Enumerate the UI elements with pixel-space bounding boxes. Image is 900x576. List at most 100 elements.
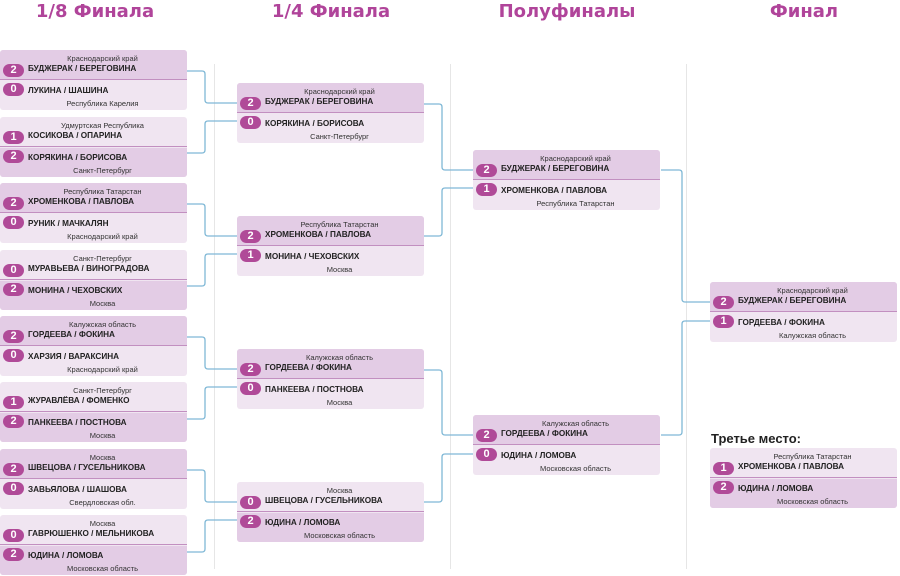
match-divider bbox=[0, 411, 187, 412]
score-badge: 2 bbox=[713, 481, 734, 494]
team-region: Москва bbox=[89, 453, 116, 462]
score-badge: 1 bbox=[3, 131, 24, 144]
team-region: Республика Татарстан bbox=[536, 199, 615, 208]
winner-highlight bbox=[710, 479, 897, 508]
team-region: Свердловская обл. bbox=[69, 498, 136, 507]
team-names: ШВЕЦОВА / ГУСЕЛЬНИКОВА bbox=[265, 496, 383, 505]
connector bbox=[661, 320, 710, 436]
connector bbox=[187, 120, 237, 154]
team-region: Москва bbox=[326, 486, 353, 495]
winner-highlight bbox=[237, 216, 424, 245]
team-names: ХРОМЕНКОВА / ПАВЛОВА bbox=[265, 230, 372, 239]
connector bbox=[187, 336, 237, 370]
team-region: Республика Татарстан bbox=[300, 220, 379, 229]
score-badge: 0 bbox=[3, 216, 24, 229]
score-badge: 2 bbox=[476, 164, 497, 177]
score-badge: 2 bbox=[3, 415, 24, 428]
team-region: Краснодарский край bbox=[67, 54, 138, 63]
score-badge: 1 bbox=[240, 249, 261, 262]
round-title-final: Финал bbox=[769, 1, 839, 22]
score-badge: 2 bbox=[3, 64, 24, 77]
connector bbox=[187, 469, 237, 503]
team-region: Калужская область bbox=[68, 320, 137, 329]
score-badge: 1 bbox=[713, 315, 734, 328]
team-region: Московская область bbox=[777, 497, 848, 506]
connector bbox=[187, 203, 237, 237]
team-region: Москва bbox=[89, 299, 116, 308]
team-names: КОСИКОВА / ОПАРИНА bbox=[28, 131, 123, 140]
score-badge: 2 bbox=[3, 330, 24, 343]
team-names: ГОРДЕЕВА / ФОКИНА bbox=[738, 318, 825, 327]
winner-highlight bbox=[237, 513, 424, 542]
winner-highlight bbox=[0, 546, 187, 575]
team-region: Калужская область bbox=[305, 353, 374, 362]
team-region: Москва bbox=[89, 431, 116, 440]
winner-highlight bbox=[0, 449, 187, 478]
round-title-r16: 1/8 Финала bbox=[35, 1, 155, 22]
team-names: ГОРДЕЕВА / ФОКИНА bbox=[265, 363, 352, 372]
winner-highlight bbox=[0, 148, 187, 177]
column-divider bbox=[450, 64, 451, 569]
score-badge: 2 bbox=[476, 429, 497, 442]
team-names: ХАРЗИЯ / ВАРАКСИНА bbox=[28, 352, 120, 361]
team-names: БУДЖЕРАК / БЕРЕГОВИНА bbox=[738, 296, 847, 305]
match-divider bbox=[237, 112, 424, 113]
score-badge: 0 bbox=[3, 264, 24, 277]
team-names: ГАВРЮШЕНКО / МЕЛЬНИКОВА bbox=[28, 529, 155, 538]
team-region: Краснодарский край bbox=[304, 87, 375, 96]
column-divider bbox=[214, 64, 215, 569]
team-names: ПАНКЕЕВА / ПОСТНОВА bbox=[28, 418, 127, 427]
team-region: Краснодарский край bbox=[67, 365, 138, 374]
winner-highlight bbox=[473, 150, 660, 179]
team-region: Краснодарский край bbox=[67, 232, 138, 241]
team-bottom: 2 ПАНКЕЕВА / ПОСТНОВА Москва bbox=[0, 412, 187, 442]
score-badge: 1 bbox=[3, 396, 24, 409]
connector bbox=[424, 187, 473, 237]
match-divider bbox=[710, 311, 897, 312]
round-title-sf: Полуфиналы bbox=[498, 1, 636, 22]
winner-highlight bbox=[237, 83, 424, 112]
team-region: Московская область bbox=[304, 531, 375, 540]
team-region: Республика Татарстан bbox=[63, 187, 142, 196]
team-region: Московская область bbox=[540, 464, 611, 473]
match-divider bbox=[0, 478, 187, 479]
score-badge: 2 bbox=[3, 283, 24, 296]
winner-highlight bbox=[237, 349, 424, 378]
score-badge: 0 bbox=[240, 116, 261, 129]
winner-highlight bbox=[0, 281, 187, 310]
score-badge: 2 bbox=[713, 296, 734, 309]
match-divider bbox=[473, 179, 660, 180]
winner-highlight bbox=[0, 50, 187, 79]
match-divider bbox=[710, 477, 897, 478]
match-divider bbox=[0, 212, 187, 213]
connector bbox=[187, 386, 237, 420]
connector bbox=[424, 453, 473, 503]
score-badge: 2 bbox=[3, 548, 24, 561]
team-names: КОРЯКИНА / БОРИСОВА bbox=[265, 119, 365, 128]
team-names: ХРОМЕНКОВА / ПАВЛОВА bbox=[501, 186, 608, 195]
team-region: Республика Татарстан bbox=[773, 452, 852, 461]
match-divider bbox=[0, 146, 187, 147]
team-names: ГОРДЕЕВА / ФОКИНА bbox=[28, 330, 115, 339]
